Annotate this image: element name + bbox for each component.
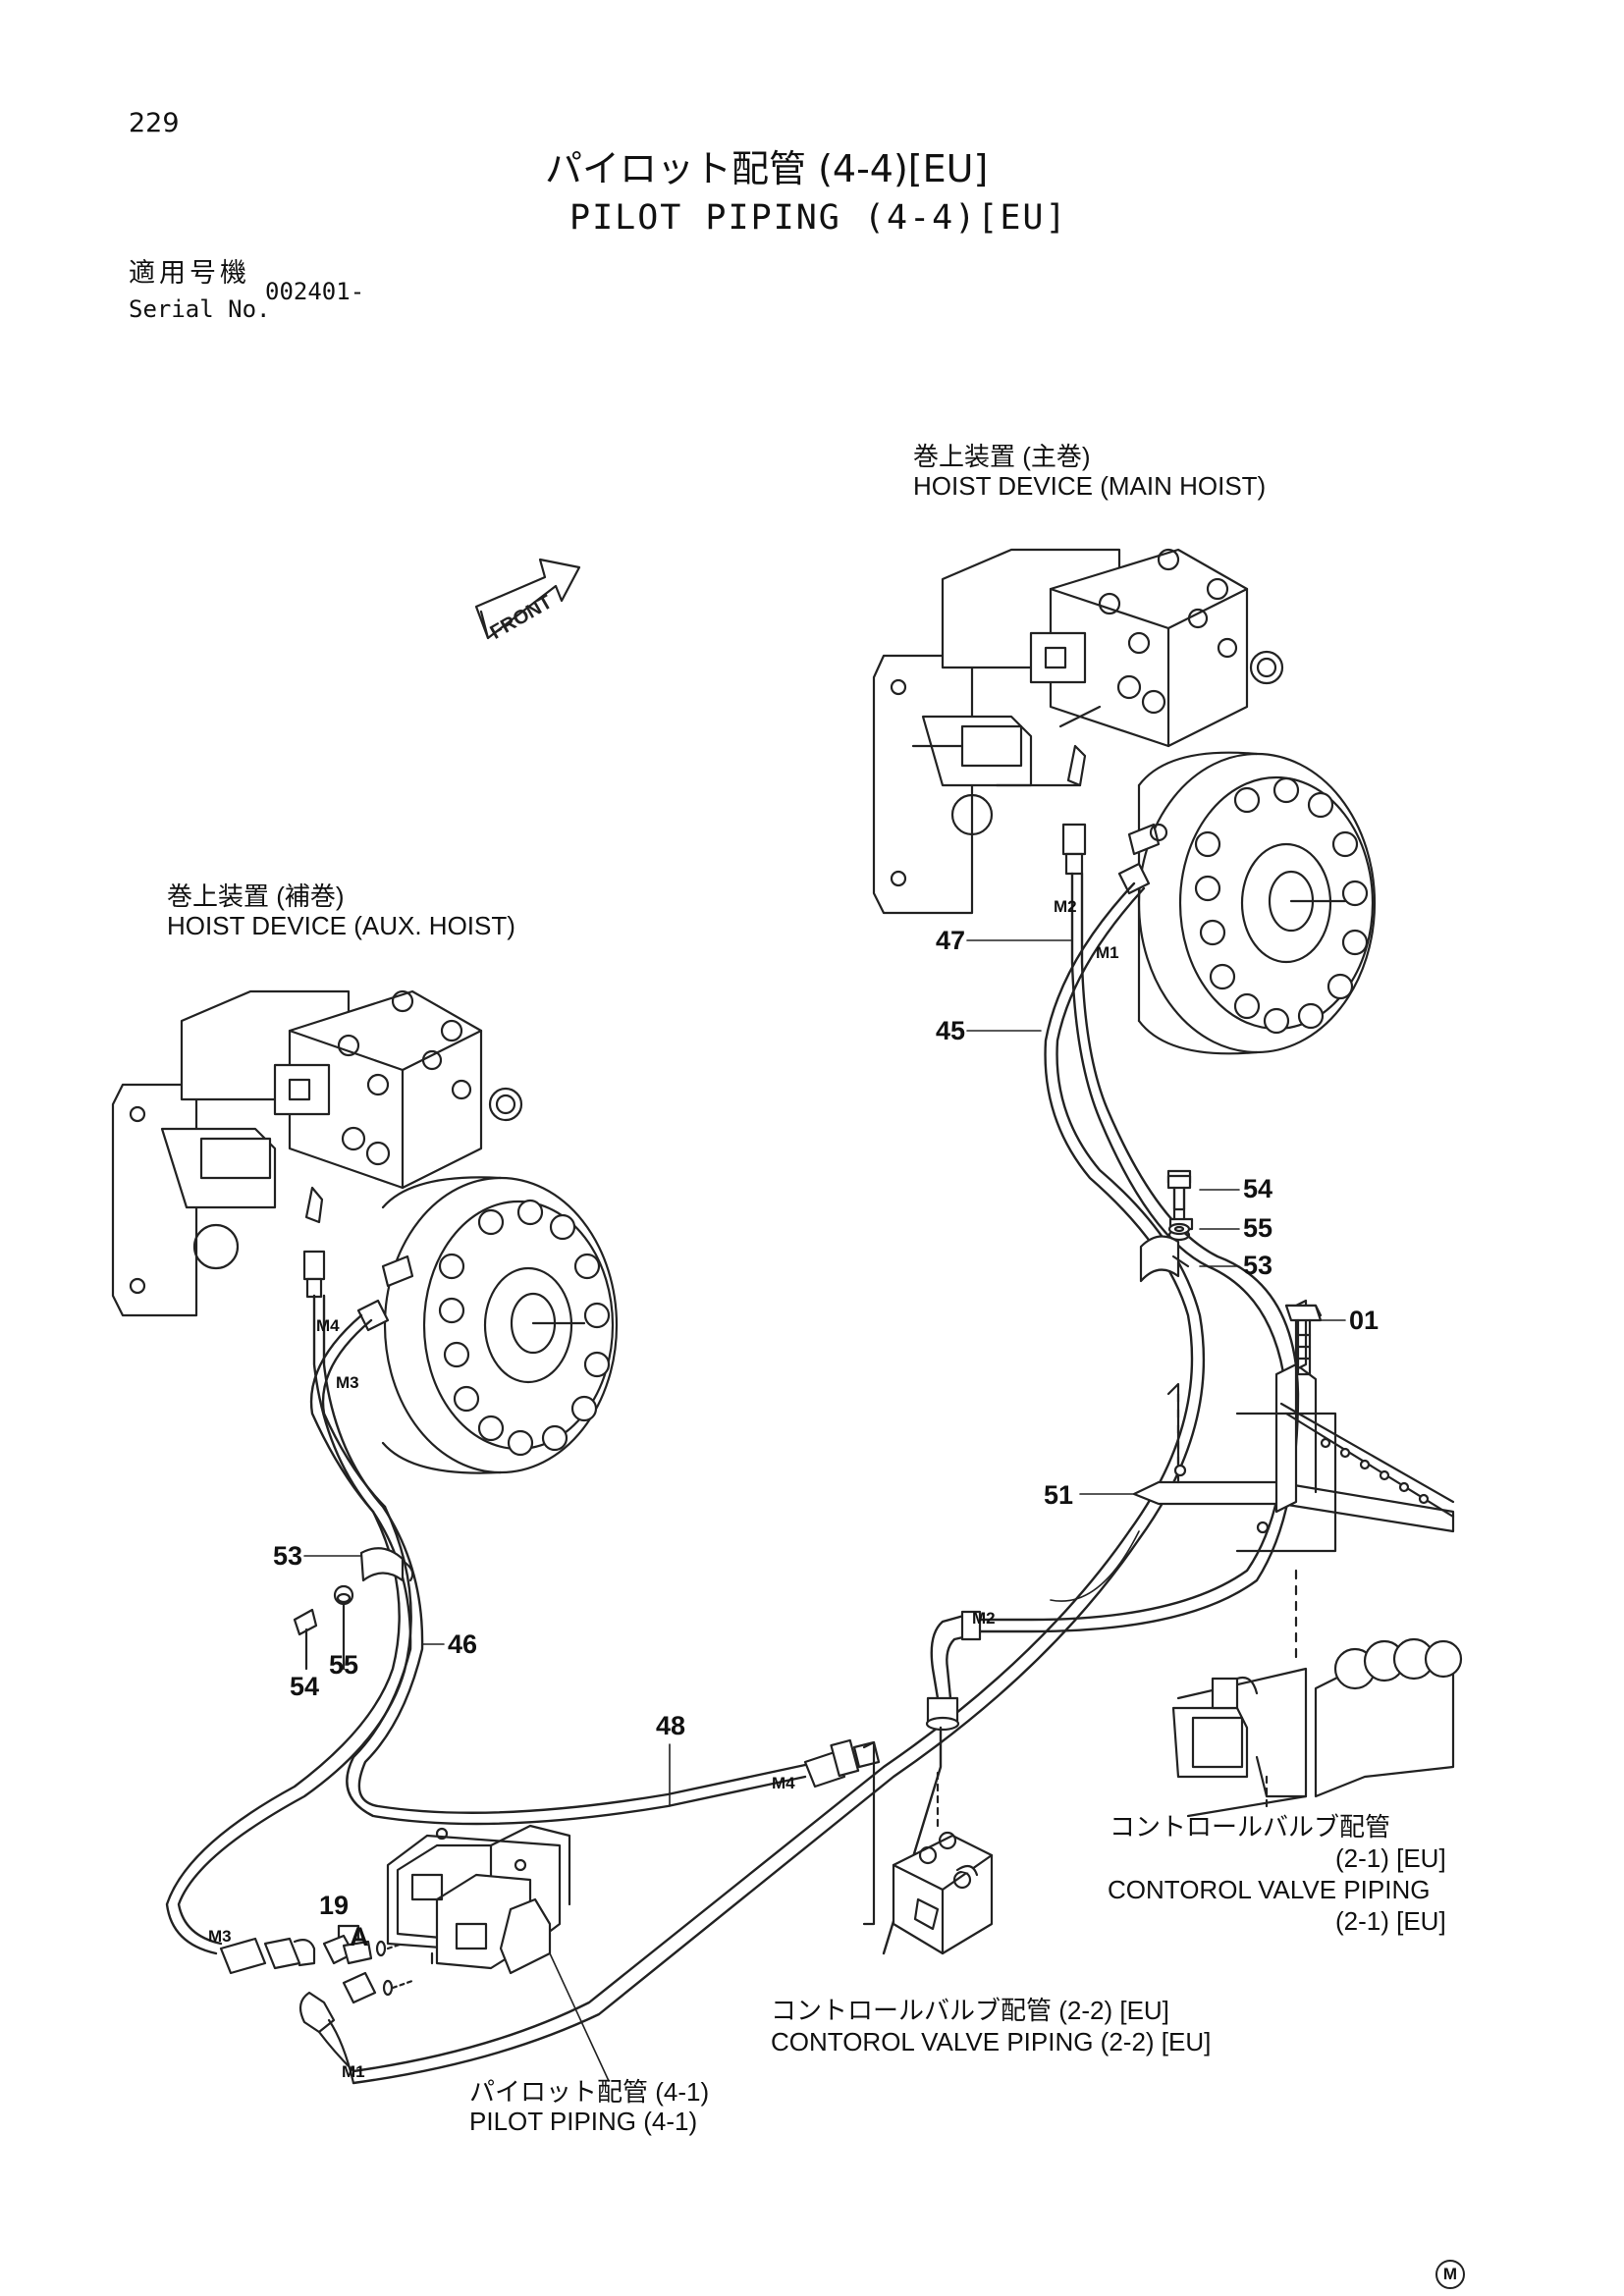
bolt-01 xyxy=(1284,1304,1323,1376)
cv-piping-2-1-label-ja: コントロールバルブ配管 xyxy=(1110,1812,1391,1842)
hose-46-48 xyxy=(165,1294,807,1955)
callout-51: 51 xyxy=(1044,1480,1074,1510)
page-title-ja: パイロット配管 (4-4)[EU] xyxy=(545,147,989,190)
control-valve-block xyxy=(1171,1637,1463,1818)
callout-47: 47 xyxy=(936,926,966,955)
callout-19: 19 xyxy=(319,1891,350,1920)
port-m2-valve: M2 xyxy=(972,1609,996,1628)
fitting-m4 xyxy=(803,1738,881,1789)
fitting-19-a xyxy=(219,1924,414,2085)
circled-m-mark: M xyxy=(1435,2260,1465,2289)
callout-54-aux: 54 xyxy=(290,1672,320,1701)
hose-45-47 xyxy=(352,872,1300,2085)
pilot-valve-block-4-1 xyxy=(386,1824,571,1975)
detail-a-marker: A xyxy=(350,1922,369,1951)
serial-label-en: Serial No. xyxy=(129,295,271,323)
cv-piping-2-1-label-en-suffix: (2-1) [EU] xyxy=(1335,1906,1446,1936)
page-number: 229 xyxy=(129,108,180,138)
aux-hoist-device xyxy=(111,989,619,1474)
callout-53-main: 53 xyxy=(1243,1251,1273,1280)
port-m1-main: M1 xyxy=(1096,943,1119,962)
port-m4-aux: M4 xyxy=(316,1316,340,1335)
main-hoist-device xyxy=(872,548,1377,1055)
callout-46: 46 xyxy=(448,1629,478,1659)
bolt-54-main xyxy=(1166,1174,1192,1236)
port-m3-aux: M3 xyxy=(336,1373,359,1392)
valve-block-2-2 xyxy=(862,1740,994,1955)
callout-45: 45 xyxy=(936,1016,966,1045)
port-m2-main: M2 xyxy=(1054,897,1077,916)
callout-54-main: 54 xyxy=(1243,1174,1273,1203)
bracket-51 xyxy=(1132,1299,1455,1661)
main-hoist-label-en: HOIST DEVICE (MAIN HOIST) xyxy=(913,471,1267,501)
aux-hoist-label-ja: 巻上装置 (補巻) xyxy=(167,881,345,911)
callout-55-main: 55 xyxy=(1243,1213,1273,1243)
callout-55-aux: 55 xyxy=(329,1650,359,1680)
leader-lines xyxy=(303,939,1346,2082)
clamp-53-aux xyxy=(293,1547,414,1671)
serial-label-ja: 適用号機 xyxy=(129,258,250,289)
cv-piping-2-1-label-en: CONTOROL VALVE PIPING xyxy=(1108,1875,1431,1904)
pilot-piping-4-1-label-en: PILOT PIPING (4-1) xyxy=(469,2107,698,2136)
callout-01: 01 xyxy=(1349,1306,1380,1335)
port-m4-valve: M4 xyxy=(772,1774,795,1792)
cv-piping-2-2-label-en: CONTOROL VALVE PIPING (2-2) [EU] xyxy=(771,2027,1212,2056)
port-m3-pilot: M3 xyxy=(208,1927,232,1946)
cv-piping-2-2-label-ja: コントロールバルブ配管 (2-2) [EU] xyxy=(771,1996,1169,2025)
serial-number-value: 002401- xyxy=(265,278,365,305)
aux-hoist-label-en: HOIST DEVICE (AUX. HOIST) xyxy=(167,911,515,940)
front-arrow-icon: FRONT xyxy=(474,558,581,644)
port-m1-pilot: M1 xyxy=(342,2062,365,2081)
pilot-piping-4-1-label-ja: パイロット配管 (4-1) xyxy=(469,2077,710,2107)
callout-53-aux: 53 xyxy=(273,1541,303,1571)
page-title-en: PILOT PIPING (4-4)[EU] xyxy=(569,198,1068,238)
cv-piping-2-1-label-ja-suffix: (2-1) [EU] xyxy=(1335,1843,1446,1873)
main-hoist-label-ja: 巻上装置 (主巻) xyxy=(913,442,1091,471)
callout-48: 48 xyxy=(656,1711,686,1740)
